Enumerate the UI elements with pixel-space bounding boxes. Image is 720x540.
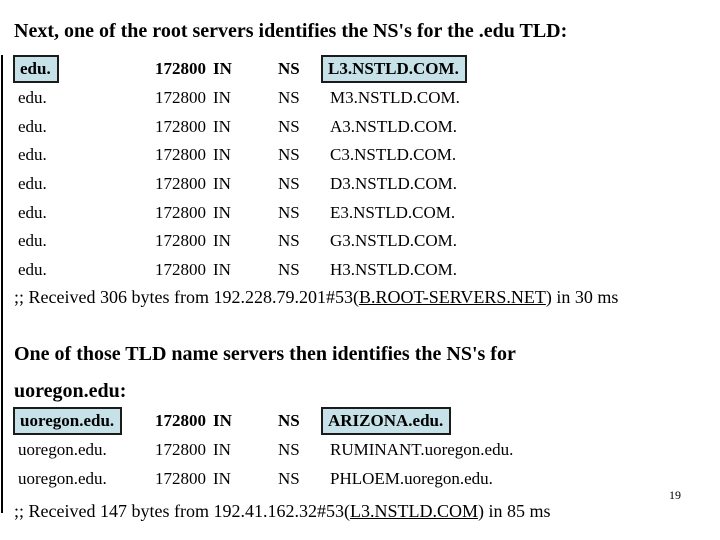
dns-record-row: uoregon.edu. 172800 IN NS RUMINANT.uoreg…	[14, 436, 720, 465]
highlight-box-nameserver: L3.NSTLD.COM.	[321, 55, 467, 84]
response-text-suffix: ) in 30 ms	[545, 287, 619, 307]
record-class: IN	[213, 145, 231, 165]
record-type: NS	[278, 202, 300, 222]
heading-line-2: uoregon.edu:	[14, 380, 127, 402]
record-owner: uoregon.edu.	[18, 439, 107, 459]
record-ttl: 172800	[155, 116, 206, 136]
record-type: NS	[278, 468, 300, 488]
response-text-prefix: ;; Received 306 bytes from 192.228.79.20…	[14, 287, 359, 307]
dig-response-status-line: ;; Received 147 bytes from 192.41.162.32…	[14, 499, 550, 523]
root-server-link[interactable]: B.ROOT-SERVERS.NET	[358, 287, 546, 307]
uoregon-ns-records-table: uoregon.edu. 172800 IN NS ARIZONA.edu. u…	[13, 407, 720, 493]
slide-heading-uoregon: One of those TLD name servers then ident…	[14, 336, 516, 410]
record-nameserver: D3.NSTLD.COM.	[330, 173, 458, 193]
record-class: IN	[213, 59, 232, 79]
record-ttl: 172800	[155, 231, 206, 251]
dns-record-row: edu. 172800 IN NS M3.NSTLD.COM.	[14, 84, 720, 113]
highlight-box-owner: uoregon.edu.	[13, 407, 123, 436]
record-nameserver: G3.NSTLD.COM.	[330, 231, 458, 251]
dns-record-row: uoregon.edu. 172800 IN NS PHLOEM.uoregon…	[14, 464, 720, 493]
dns-record-row: edu. 172800 IN NS D3.NSTLD.COM.	[14, 170, 720, 199]
record-nameserver: A3.NSTLD.COM.	[330, 116, 458, 136]
record-nameserver: E3.NSTLD.COM.	[330, 202, 456, 222]
dns-record-row: edu. 172800 IN NS H3.NSTLD.COM.	[14, 255, 720, 284]
record-nameserver: M3.NSTLD.COM.	[330, 87, 460, 107]
dig-response-status-line: ;; Received 306 bytes from 192.228.79.20…	[14, 285, 618, 309]
edu-ns-records-table: edu. 172800 IN NS L3.NSTLD.COM. edu. 172…	[13, 55, 720, 284]
record-ttl: 172800	[155, 87, 206, 107]
record-type: NS	[278, 411, 300, 431]
record-owner: edu.	[18, 231, 47, 251]
highlight-box-nameserver: ARIZONA.edu.	[321, 407, 452, 436]
response-text-prefix: ;; Received 147 bytes from 192.41.162.32…	[14, 501, 350, 521]
record-class: IN	[213, 173, 231, 193]
dns-record-row: edu. 172800 IN NS C3.NSTLD.COM.	[14, 141, 720, 170]
record-type: NS	[278, 173, 300, 193]
record-ttl: 172800	[155, 173, 206, 193]
record-class: IN	[213, 411, 232, 431]
tld-server-link[interactable]: L3.NSTLD.COM	[349, 501, 478, 521]
record-owner: edu.	[18, 173, 47, 193]
slide-left-border	[1, 55, 3, 513]
record-class: IN	[213, 231, 231, 251]
record-type: NS	[278, 116, 300, 136]
dns-record-row: edu. 172800 IN NS E3.NSTLD.COM.	[14, 198, 720, 227]
record-ttl: 172800	[155, 439, 206, 459]
dns-record-row: edu. 172800 IN NS A3.NSTLD.COM.	[14, 112, 720, 141]
record-ttl: 172800	[155, 468, 206, 488]
record-ttl: 172800	[155, 59, 206, 79]
record-class: IN	[213, 468, 231, 488]
record-ttl: 172800	[155, 411, 206, 431]
dns-record-row: uoregon.edu. 172800 IN NS ARIZONA.edu.	[13, 407, 720, 436]
dns-record-row: edu. 172800 IN NS G3.NSTLD.COM.	[14, 227, 720, 256]
record-type: NS	[278, 231, 300, 251]
record-owner: edu.	[18, 202, 47, 222]
response-text-suffix: ) in 85 ms	[477, 501, 551, 521]
record-type: NS	[278, 145, 300, 165]
record-class: IN	[213, 116, 231, 136]
page-number: 19	[669, 488, 681, 502]
record-class: IN	[213, 439, 231, 459]
record-ttl: 172800	[155, 145, 206, 165]
dns-record-row: edu. 172800 IN NS L3.NSTLD.COM.	[13, 55, 720, 84]
record-type: NS	[278, 439, 300, 459]
record-nameserver: C3.NSTLD.COM.	[330, 145, 457, 165]
record-owner: edu.	[18, 259, 47, 279]
record-owner: edu.	[18, 116, 47, 136]
record-class: IN	[213, 202, 231, 222]
record-nameserver: H3.NSTLD.COM.	[330, 259, 458, 279]
record-type: NS	[278, 59, 300, 79]
highlight-box-owner: edu.	[13, 55, 59, 84]
record-nameserver: PHLOEM.uoregon.edu.	[330, 468, 493, 488]
slide-heading-edu-tld: Next, one of the root servers identifies…	[14, 20, 568, 42]
record-ttl: 172800	[155, 259, 206, 279]
record-type: NS	[278, 87, 300, 107]
record-class: IN	[213, 87, 231, 107]
record-owner: edu.	[18, 87, 47, 107]
record-ttl: 172800	[155, 202, 206, 222]
heading-line-1: One of those TLD name servers then ident…	[14, 343, 516, 365]
record-owner: edu.	[18, 145, 47, 165]
record-type: NS	[278, 259, 300, 279]
record-nameserver: RUMINANT.uoregon.edu.	[330, 439, 514, 459]
record-owner: uoregon.edu.	[18, 468, 107, 488]
record-class: IN	[213, 259, 231, 279]
